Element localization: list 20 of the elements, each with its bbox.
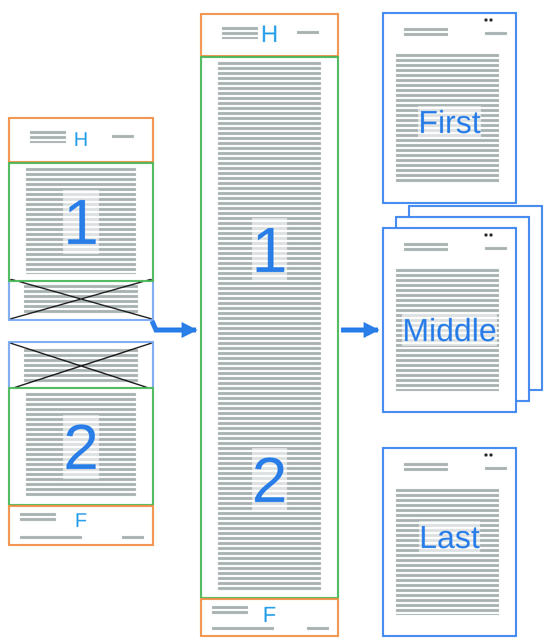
- header-box: [8, 117, 154, 163]
- page-label: Middle: [402, 314, 497, 346]
- section-number: 2: [252, 448, 288, 512]
- arrow: [150, 320, 198, 338]
- header-box: [200, 13, 339, 57]
- footer-box: [200, 598, 339, 637]
- page-label: Last: [419, 521, 480, 553]
- body-box: [8, 387, 154, 506]
- arrow: [341, 322, 380, 338]
- page-fragment: [8, 341, 154, 546]
- section-number: 1: [252, 218, 288, 282]
- page-fragment: [8, 117, 154, 321]
- body-box: [8, 162, 154, 282]
- section-number: 2: [63, 414, 99, 478]
- page-thumbnail: [382, 12, 517, 204]
- section-number: 1: [63, 190, 99, 254]
- page-label: First: [418, 106, 481, 138]
- page-thumbnail: [382, 447, 517, 637]
- footer-box: [8, 505, 154, 546]
- page-thumbnail: [382, 227, 517, 413]
